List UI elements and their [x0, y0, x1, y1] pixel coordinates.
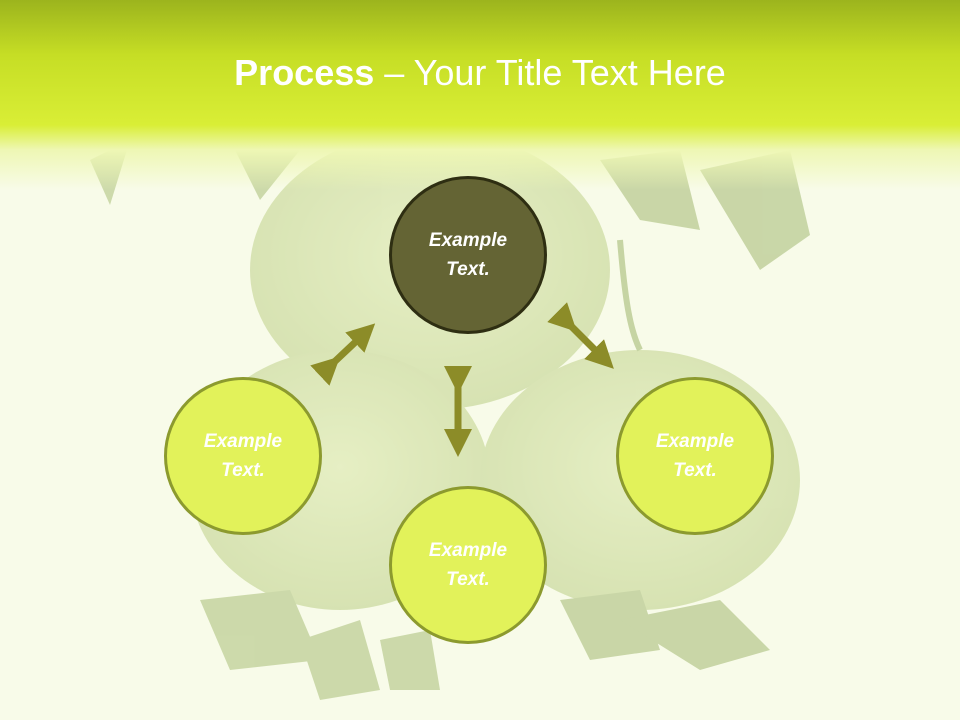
node-text-line1: Example [428, 230, 508, 251]
node-text-line1: Example [428, 540, 508, 561]
node-text-line2: Text. [221, 460, 265, 481]
title-bold: Process [234, 52, 375, 93]
node-text-line2: Text. [673, 460, 717, 481]
node-text-line2: Text. [446, 569, 490, 590]
slide-title: Process – Your Title Text Here [0, 52, 960, 94]
process-node-center[interactable]: Example Text. [389, 176, 547, 334]
header-band [0, 0, 960, 190]
double-arrow-icon [547, 302, 614, 369]
node-text-line1: Example [655, 431, 735, 452]
process-node-right[interactable]: Example Text. [616, 377, 774, 535]
double-arrow-icon [310, 323, 376, 386]
title-rest: – Your Title Text Here [374, 52, 726, 93]
node-text-line1: Example [203, 431, 283, 452]
process-node-left[interactable]: Example Text. [164, 377, 322, 535]
node-text-line2: Text. [446, 259, 490, 280]
process-node-bottom[interactable]: Example Text. [389, 486, 547, 644]
